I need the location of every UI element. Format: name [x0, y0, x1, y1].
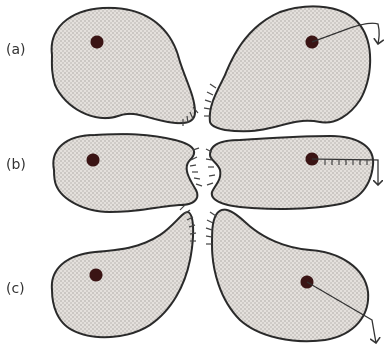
panel-label: (a) [6, 42, 26, 58]
left-nucleus [91, 36, 104, 49]
left-nucleus [90, 269, 103, 282]
left-cell [53, 134, 197, 212]
panel-label: (c) [6, 281, 25, 297]
left-nucleus [87, 154, 100, 167]
right-cell [212, 210, 368, 342]
panel-label: (b) [6, 157, 26, 173]
right-cell [210, 6, 370, 131]
right-cell [210, 136, 373, 209]
panel-b: (b) [6, 134, 378, 212]
left-cell [52, 8, 195, 123]
panel-c: (c) [6, 205, 376, 343]
panel-a: (a) [6, 6, 379, 131]
left-cell [52, 212, 193, 337]
